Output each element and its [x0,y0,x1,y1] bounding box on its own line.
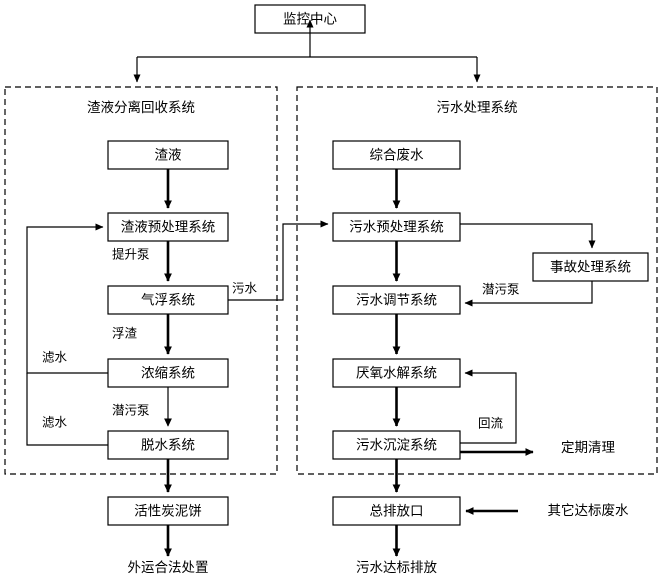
node-label-accident-treatment-system: 事故处理系统 [550,260,631,276]
node-activated-carbon-sludge-cake[interactable] [107,496,229,526]
node-anaerobic-hydrolysis-system[interactable] [332,358,461,388]
node-label-sewage-regulation-system: 污水调节系统 [356,293,437,309]
panel-sewage-treatment [296,86,658,475]
edge-label-reflux: 回流 [478,416,504,431]
node-accident-treatment-system[interactable] [532,252,649,282]
node-label-anaerobic-hydrolysis-system: 厌氧水解系统 [356,366,437,382]
panel-slag-separation-recovery [4,86,278,475]
node-label-slag-pretreatment-system: 渣液预处理系统 [121,220,216,236]
terminal-offsite-disposal: 外运合法处置 [128,560,209,576]
edge-wastewater-flotation-to-sewage-pretreatment [228,220,329,301]
edge-label-submersible-pump-right: 潜污泵 [482,282,520,297]
node-label-dewatering-system: 脱水系统 [141,438,195,454]
node-label-sewage-sedimentation-system: 污水沉淀系统 [356,438,437,454]
node-label-slag-liquid: 渣液 [155,148,182,164]
node-label-total-discharge-outlet: 总排放口 [370,504,424,520]
node-label-comprehensive-wastewater: 综合废水 [370,148,424,164]
panel-title-sewage: 污水处理系统 [437,100,518,116]
edge-label-filtrate-2: 滤水 [42,415,68,430]
node-label-air-flotation-system: 气浮系统 [141,293,195,309]
node-label-concentration-system: 浓缩系统 [141,366,195,382]
node-label-activated-carbon-sludge-cake: 活性炭泥饼 [134,504,202,520]
edge-reflux-sedimentation-to-anaerobic [460,369,517,444]
edge-label-scum: 浮渣 [112,326,138,341]
edge-label-wastewater: 污水 [232,281,258,296]
node-sewage-pretreatment-system[interactable] [332,212,461,242]
edge-sewage-pretreatment-to-accident [460,223,596,249]
edge-accident-to-sewage-regulation [464,281,593,307]
terminal-compliant-discharge: 污水达标排放 [356,560,437,576]
terminal-periodic-cleaning: 定期清理 [561,440,615,456]
node-sewage-sedimentation-system[interactable] [332,430,461,460]
node-sewage-regulation-system[interactable] [332,285,461,315]
edge-label-filtrate-1: 滤水 [42,350,68,365]
edge-label-lift-pump: 提升泵 [112,247,150,262]
edge-label-submersible-pump-left: 潜污泵 [112,403,150,418]
node-label-sewage-pretreatment-system: 污水预处理系统 [349,220,444,236]
terminal-other-compliant-wastewater: 其它达标废水 [548,502,629,519]
edge-filtrate-dewatering-to-riser [26,373,108,446]
edge-filtrate-concentration-to-pretreatment [26,223,108,374]
node-total-discharge-outlet[interactable] [332,496,461,526]
panel-title-slag: 渣液分离回收系统 [87,99,195,116]
